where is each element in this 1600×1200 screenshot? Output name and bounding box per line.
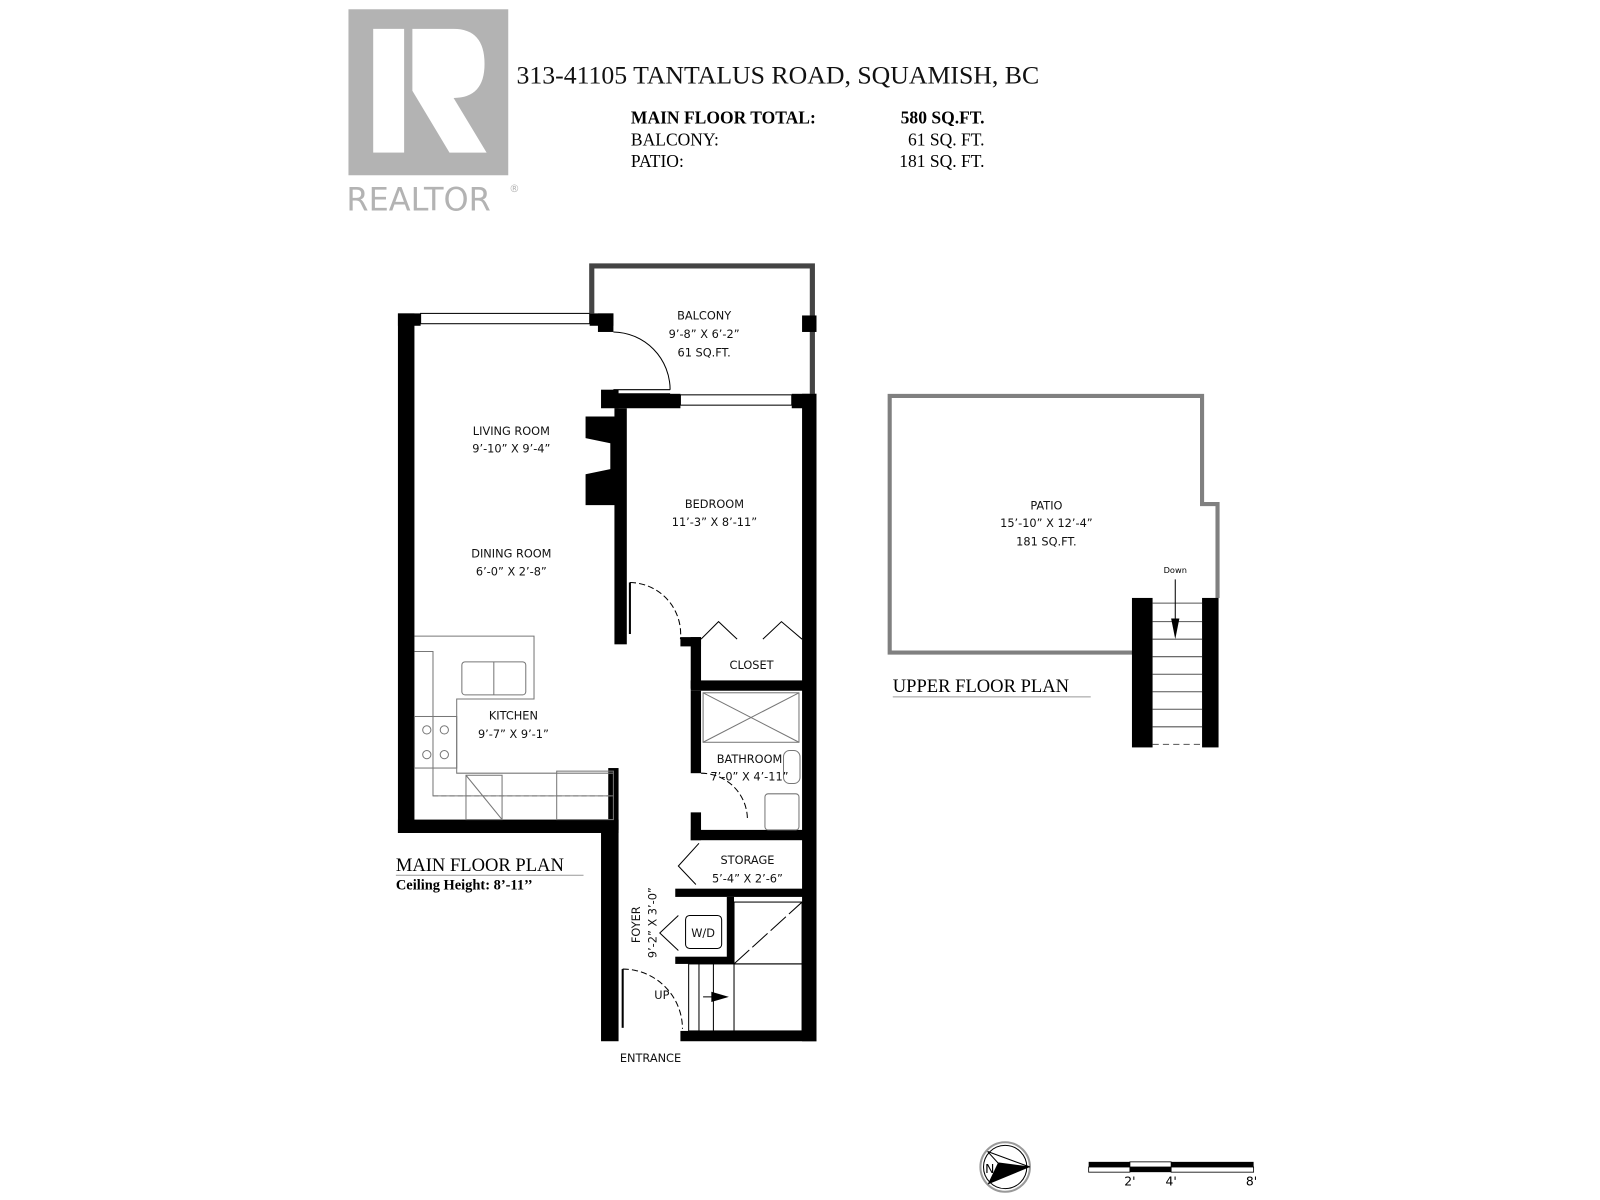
room-dims: 9’-7” X 9’-1” (478, 727, 549, 741)
stairs-down-label: Down (1164, 565, 1187, 575)
scale-tick: 8' (1246, 1175, 1257, 1189)
area-summary: MAIN FLOOR TOTAL: 580 SQ.FT. BALCONY: 61… (631, 108, 985, 171)
patio-dims: 15’-10” X 12’-4” (1000, 516, 1093, 530)
room-name: DINING ROOM (471, 547, 551, 561)
ceiling-height: Ceiling Height: 8’-11’’ (396, 878, 533, 894)
realtor-logo: REALTOR ® (346, 9, 520, 218)
main-stairs (688, 901, 803, 1032)
room-bedroom: BEDROOM 11’-3” X 8’-11” (672, 497, 757, 529)
entrance-label: ENTRANCE (620, 1051, 681, 1065)
room-balcony: BALCONY 9’-8” X 6’-2” 61 SQ.FT. (669, 309, 740, 360)
room-name: STORAGE (720, 853, 774, 867)
upper-floor-title: UPPER FLOOR PLAN (893, 676, 1069, 697)
room-name: BATHROOM (717, 752, 783, 766)
room-name: BEDROOM (685, 497, 744, 511)
upper-floor-plan: Down PATIO 15’-10” X 12’-4” 181 SQ.FT. (887, 393, 1220, 748)
room-wd: W/D (691, 926, 715, 940)
room-dims: 5’-4” X 2’-6” (712, 871, 783, 885)
scale-bar: 2' 4' 8' (1088, 1161, 1257, 1189)
room-dining: DINING ROOM 6’-0” X 2’-8” (471, 547, 551, 579)
room-dims: 6’-0” X 2’-8” (476, 564, 547, 578)
room-dims: 11’-3” X 8’-11” (672, 515, 757, 529)
room-dims: 9’-8” X 6’-2” (669, 327, 740, 341)
compass-north-label: N (985, 1162, 994, 1176)
address-title: 313-41105 TANTALUS ROAD, SQUAMISH, BC (516, 61, 1039, 90)
scale-tick: 4' (1166, 1175, 1177, 1189)
summary-value-balcony: 61 SQ. FT. (908, 129, 985, 149)
main-floor-title: MAIN FLOOR PLAN (396, 855, 564, 876)
room-name: LIVING ROOM (473, 424, 550, 438)
room-name: BALCONY (677, 309, 731, 323)
room-kitchen: KITCHEN 9’-7” X 9’-1” (478, 709, 549, 742)
room-living: LIVING ROOM 9’-10” X 9’-4” (472, 424, 550, 456)
patio-area: 181 SQ.FT. (1016, 534, 1076, 548)
room-storage: STORAGE 5’-4” X 2’-6” (712, 853, 783, 886)
room-foyer: FOYER 9’-2” X 3’-0” (629, 887, 659, 958)
patio-name: PATIO (1030, 498, 1062, 512)
summary-label-balcony: BALCONY: (631, 129, 719, 149)
main-floor-walls (397, 263, 817, 1042)
room-dims: 9’-2” X 3’-0” (646, 887, 660, 958)
summary-value-patio: 181 SQ. FT. (899, 151, 984, 171)
stairs-up-label: UP (654, 988, 669, 1002)
room-dims: 7’-0” X 4’-11” (710, 769, 788, 783)
realtor-logo-text: REALTOR (346, 180, 490, 218)
summary-value-main: 580 SQ.FT. (901, 108, 985, 128)
room-bathroom: BATHROOM 7’-0” X 4’-11” (710, 752, 788, 784)
room-dims: 9’-10” X 9’-4” (472, 442, 550, 456)
room-name: KITCHEN (489, 709, 538, 723)
room-closet: CLOSET (730, 658, 774, 672)
room-name: FOYER (629, 906, 643, 943)
summary-label-main: MAIN FLOOR TOTAL: (631, 108, 816, 128)
summary-label-patio: PATIO: (631, 151, 684, 171)
kitchen-fixtures (413, 635, 614, 821)
room-area: 61 SQ.FT. (678, 346, 731, 360)
scale-tick: 2' (1124, 1175, 1135, 1189)
north-compass-icon: N (979, 1141, 1031, 1193)
svg-text:®: ® (509, 183, 519, 195)
